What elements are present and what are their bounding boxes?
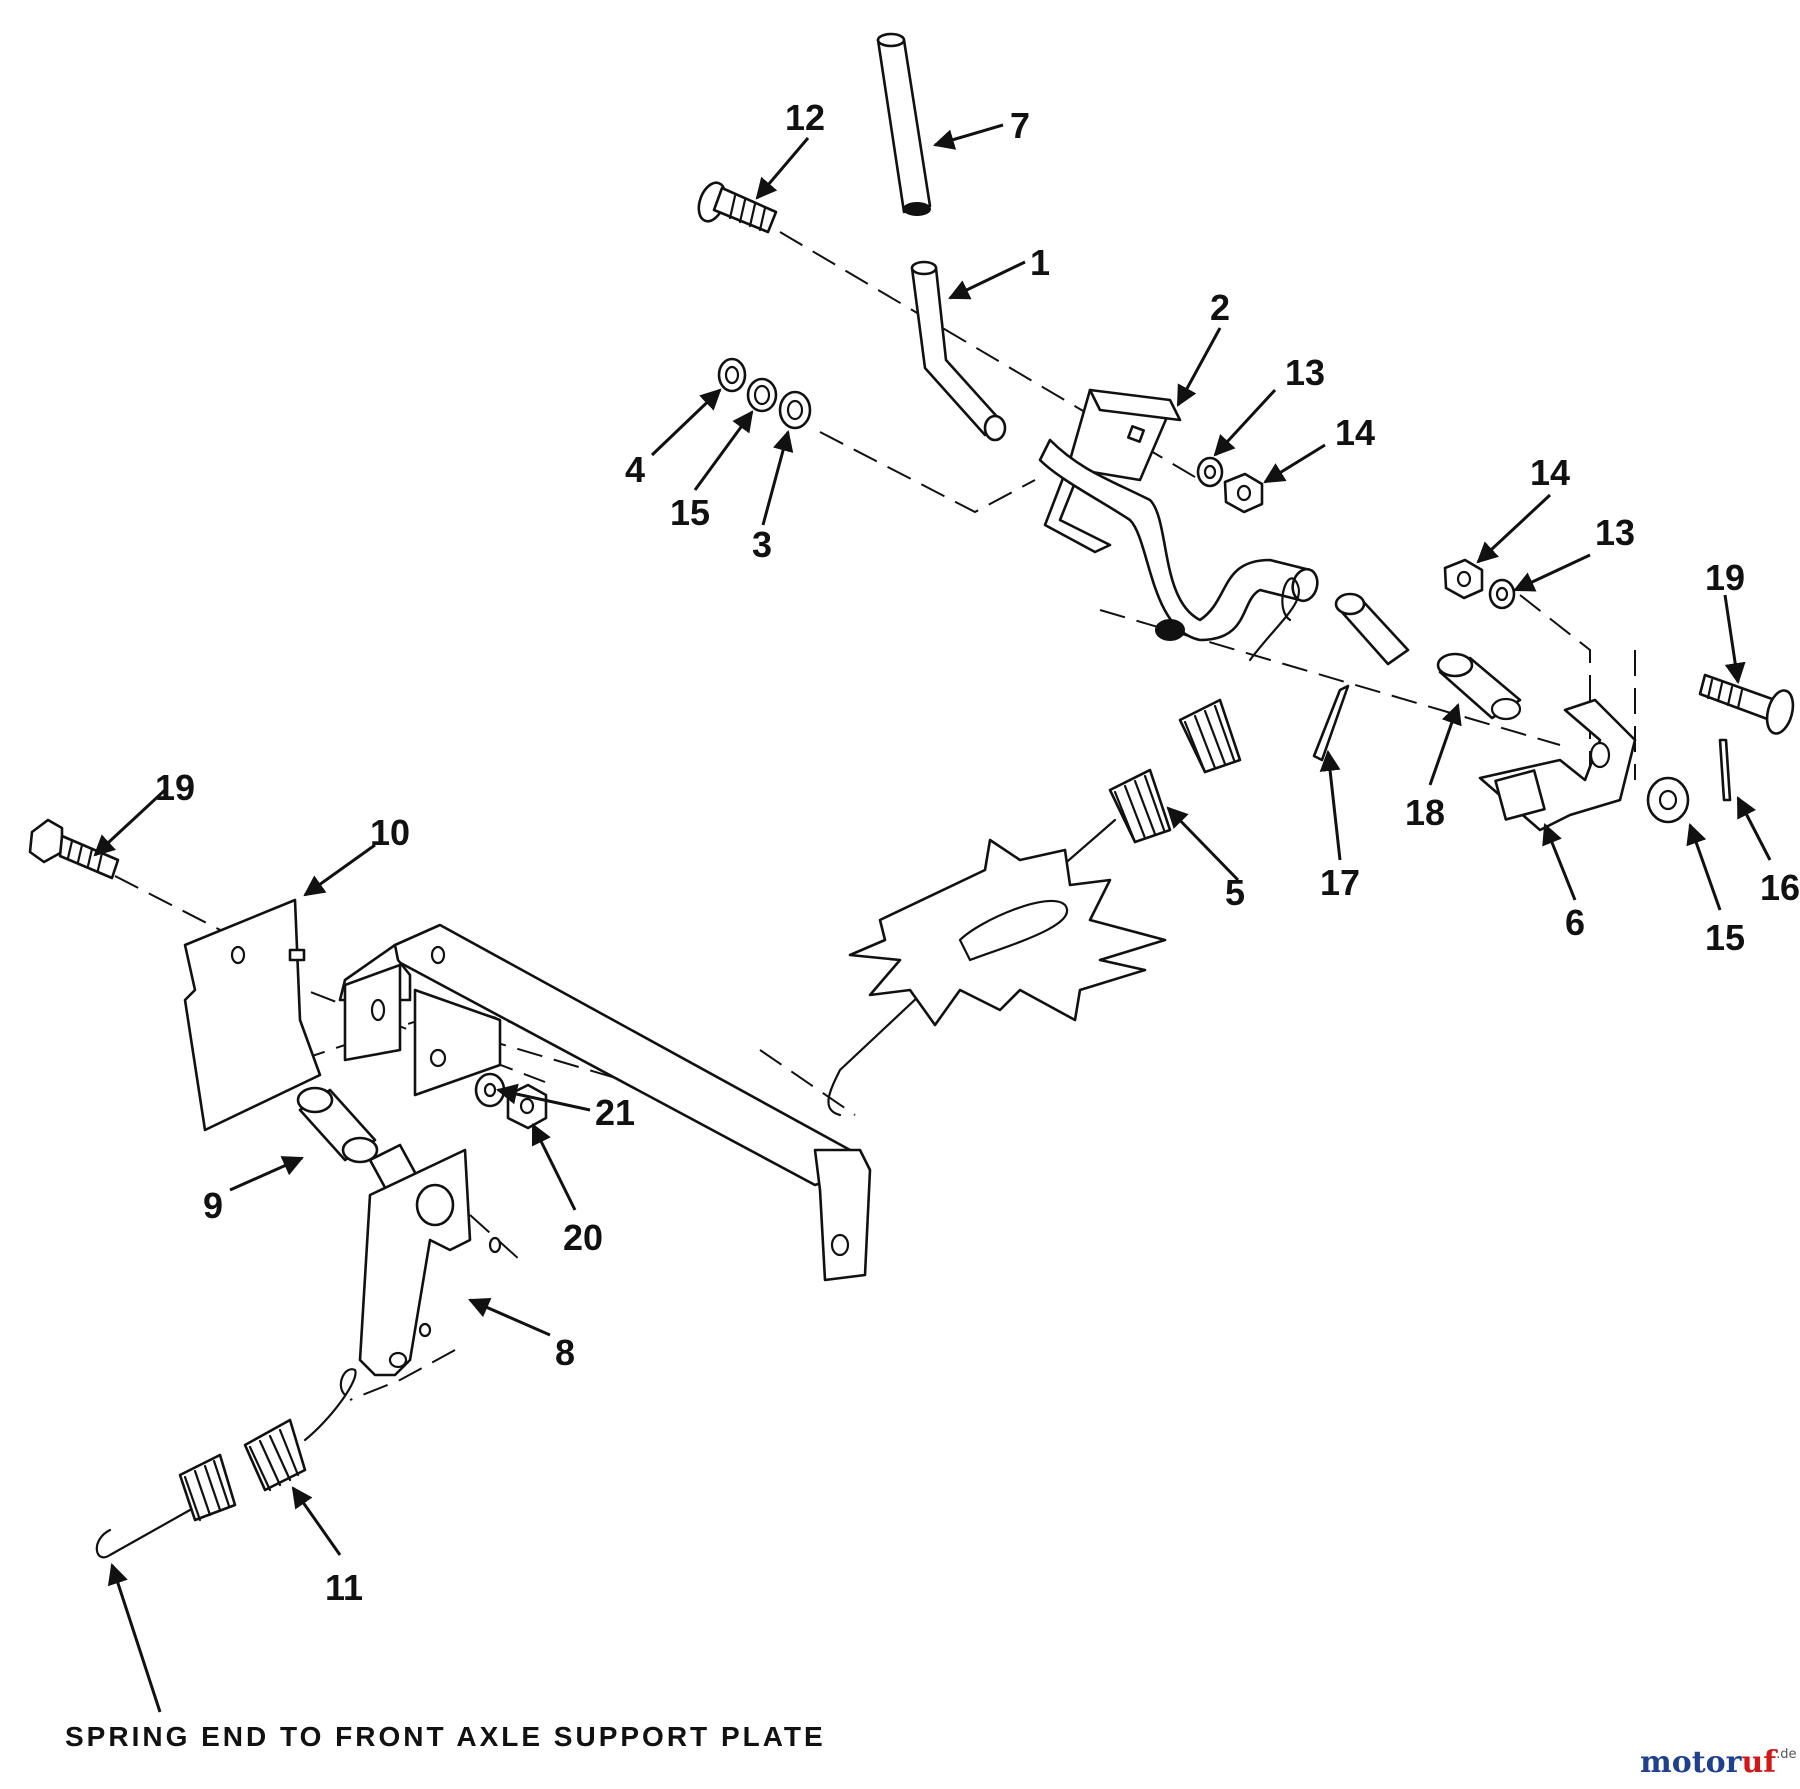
callout-14b: 14 bbox=[1530, 452, 1570, 493]
lift-bracket-part-2 bbox=[1038, 388, 1319, 642]
callout-13b: 13 bbox=[1595, 512, 1635, 553]
callout-5: 5 bbox=[1225, 872, 1245, 913]
callout-15a: 15 bbox=[670, 492, 710, 533]
handle-grip-part-7 bbox=[876, 32, 932, 216]
spring-part-11 bbox=[95, 1368, 357, 1559]
callout-1: 1 bbox=[1030, 242, 1050, 283]
callout-9: 9 bbox=[203, 1185, 223, 1226]
callout-3: 3 bbox=[752, 524, 772, 565]
callout-13a: 13 bbox=[1285, 352, 1325, 393]
callout-2: 2 bbox=[1210, 287, 1230, 328]
callout-15b: 15 bbox=[1705, 917, 1745, 958]
callout-11: 11 bbox=[325, 1567, 363, 1608]
callout-16: 16 bbox=[1760, 867, 1800, 908]
callout-leaders bbox=[93, 123, 1772, 1713]
arm-part-8 bbox=[358, 1148, 502, 1377]
callout-7: 7 bbox=[1010, 105, 1030, 146]
callout-8: 8 bbox=[555, 1332, 575, 1373]
lift-lever-part-1 bbox=[910, 260, 1007, 442]
callout-6: 6 bbox=[1565, 902, 1585, 943]
watermark-part1: motor bbox=[1640, 1745, 1743, 1780]
callout-19a: 19 bbox=[1705, 557, 1745, 598]
callout-17: 17 bbox=[1320, 862, 1360, 903]
support-bar-frame bbox=[338, 923, 872, 1282]
spring-end-note: SPRING END TO FRONT AXLE SUPPORT PLATE bbox=[65, 1721, 826, 1752]
washer-21-nut-20 bbox=[474, 1072, 548, 1130]
callout-20: 20 bbox=[563, 1217, 603, 1258]
callout-18: 18 bbox=[1405, 792, 1445, 833]
callout-numbers: 7 12 1 2 13 14 4 15 3 14 13 19 5 17 18 6… bbox=[155, 97, 1800, 1608]
callout-4: 4 bbox=[625, 449, 645, 490]
plate-part-10 bbox=[183, 898, 322, 1132]
link-bracket-part-6 bbox=[1478, 698, 1637, 832]
watermark-part2: uf bbox=[1741, 1745, 1778, 1780]
cutaway-burst bbox=[848, 838, 1167, 1027]
washers-4-15-3 bbox=[717, 357, 812, 430]
washer-15-and-pin-16-right bbox=[1646, 738, 1732, 824]
callout-12: 12 bbox=[785, 97, 825, 138]
watermark-logo: motoruf.de bbox=[1640, 1745, 1797, 1780]
callout-21: 21 bbox=[595, 1092, 635, 1133]
callout-14a: 14 bbox=[1335, 412, 1375, 453]
callout-19b: 19 bbox=[155, 767, 195, 808]
watermark-suffix: .de bbox=[1776, 1747, 1796, 1762]
carriage-bolt-part-12 bbox=[697, 181, 778, 234]
nut-14-washer-13-right bbox=[1443, 558, 1516, 610]
pivot-shaft-and-pin-17 bbox=[1312, 592, 1410, 762]
bolt-part-19-right bbox=[1698, 673, 1795, 735]
washer-13-nut-14-upper bbox=[1196, 456, 1264, 514]
hex-bolt-part-19-left bbox=[28, 818, 120, 880]
svg-text:motoruf.de: motoruf.de bbox=[1640, 1745, 1797, 1780]
bushing-part-18 bbox=[1436, 652, 1522, 721]
spring-part-5 bbox=[827, 577, 1301, 1117]
callout-10: 10 bbox=[370, 812, 410, 853]
